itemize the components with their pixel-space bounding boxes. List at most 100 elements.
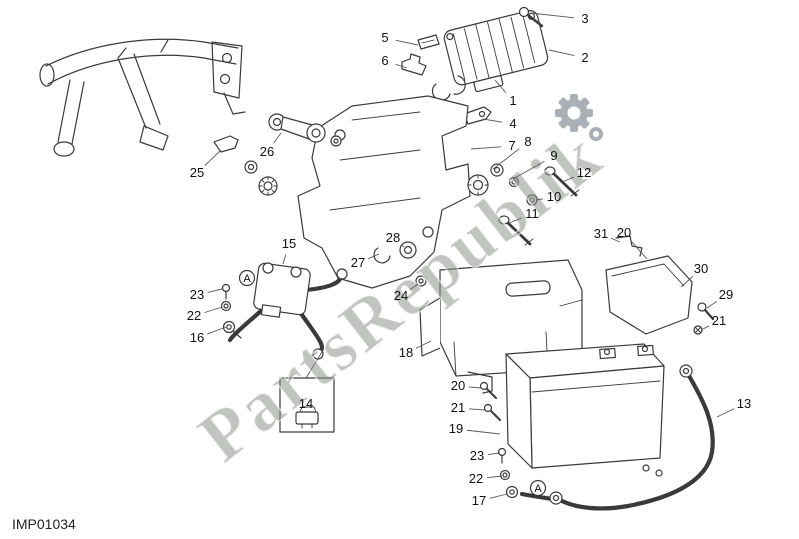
callout-4: 4 — [509, 116, 516, 131]
battery-cover-30 — [605, 255, 693, 335]
callout-23: 23 — [190, 287, 204, 302]
clip-25 — [213, 135, 239, 153]
callout-7: 7 — [508, 138, 515, 153]
washer-22-bottom — [499, 469, 511, 481]
callout-leader — [706, 300, 718, 309]
callout-17: 17 — [472, 493, 486, 508]
callout-20: 20 — [617, 225, 631, 240]
callout-leader — [492, 148, 520, 170]
callout-leader — [468, 386, 482, 389]
callout-27: 27 — [351, 255, 365, 270]
callout-3: 3 — [581, 11, 588, 26]
callout-10: 10 — [547, 189, 561, 204]
voltage-regulator — [443, 10, 549, 93]
callout-leader — [680, 276, 694, 288]
callout-leader — [282, 254, 287, 265]
battery-holder-bracket — [297, 95, 471, 289]
callout-leader — [489, 493, 508, 499]
callout-25: 25 — [190, 165, 204, 180]
terminal-17 — [505, 485, 519, 499]
callout-31: 31 — [594, 226, 608, 241]
callout-leader — [273, 132, 282, 144]
callout-leader — [395, 39, 419, 46]
callout-leader — [367, 253, 380, 260]
callout-leader — [470, 146, 502, 150]
gear-icon — [555, 94, 603, 141]
callout-leader — [716, 408, 735, 418]
callout-19: 19 — [449, 421, 463, 436]
callout-leader — [535, 198, 544, 201]
callout-leader — [610, 237, 621, 243]
callout-leader — [466, 429, 501, 435]
connector-14 — [295, 406, 319, 429]
callout-leader — [482, 118, 503, 123]
callout-leader — [487, 452, 501, 456]
bolt-12 — [544, 166, 580, 197]
callout-28: 28 — [386, 230, 400, 245]
assembly-marker-A: A — [529, 479, 547, 497]
callout-22: 22 — [469, 471, 483, 486]
callout-leader — [204, 306, 223, 314]
washer-22-left — [220, 300, 232, 312]
diagram-code: IMP01034 — [12, 516, 76, 532]
callout-29: 29 — [719, 287, 733, 302]
bracket-31 — [615, 235, 643, 257]
callout-26: 26 — [260, 144, 274, 159]
callout-leader — [530, 12, 575, 19]
callout-leader — [204, 150, 221, 166]
svg-text:A: A — [534, 483, 542, 495]
callout-13: 13 — [737, 396, 751, 411]
terminal-16 — [222, 320, 242, 339]
callout-16: 16 — [190, 330, 204, 345]
spacer-small-left — [244, 160, 258, 174]
callout-6: 6 — [381, 53, 388, 68]
grommet-28 — [399, 241, 417, 259]
screw-23-left — [221, 283, 231, 300]
svg-text:A: A — [243, 273, 251, 285]
starter-solenoid — [227, 262, 348, 360]
callout-leader — [630, 240, 648, 260]
spacer-small-right — [490, 163, 504, 177]
callout-2: 2 — [581, 50, 588, 65]
callout-20: 20 — [451, 378, 465, 393]
relay-bracket-26 — [268, 113, 342, 147]
callout-leader — [700, 325, 710, 331]
washer-9 — [508, 176, 520, 188]
callout-15: 15 — [282, 236, 296, 251]
screw-21-right — [693, 325, 703, 335]
callout-12: 12 — [577, 165, 591, 180]
callout-leader — [508, 217, 522, 224]
bolt-20-bottom — [479, 381, 497, 399]
battery-tray — [419, 259, 583, 377]
callout-leader — [395, 63, 408, 69]
bracket-4 — [463, 106, 492, 125]
battery — [505, 343, 665, 469]
callout-leader — [561, 176, 574, 183]
callout-leader — [207, 288, 223, 293]
bolt-21-bottom — [483, 403, 501, 421]
callout-14: 14 — [299, 396, 313, 411]
callout-11: 11 — [525, 206, 539, 221]
bolt-11 — [498, 215, 534, 246]
callout-21: 21 — [451, 400, 465, 415]
callout-5: 5 — [381, 30, 388, 45]
clip-6 — [401, 53, 427, 76]
assembly-marker-A: A — [238, 269, 256, 287]
callout-18: 18 — [399, 345, 413, 360]
detail-box-14 — [279, 351, 335, 433]
washer-10 — [526, 194, 538, 206]
motorcycle-frame — [39, 38, 246, 157]
callout-leader — [486, 475, 503, 479]
callout-1: 1 — [509, 93, 516, 108]
spacer-knurled-right — [467, 174, 489, 196]
clamp-27 — [373, 247, 391, 264]
callout-21: 21 — [712, 313, 726, 328]
callout-leader — [409, 283, 419, 291]
clip-5 — [417, 34, 440, 50]
screw-29 — [697, 302, 715, 321]
callout-8: 8 — [524, 134, 531, 149]
parts-layer — [39, 6, 715, 511]
